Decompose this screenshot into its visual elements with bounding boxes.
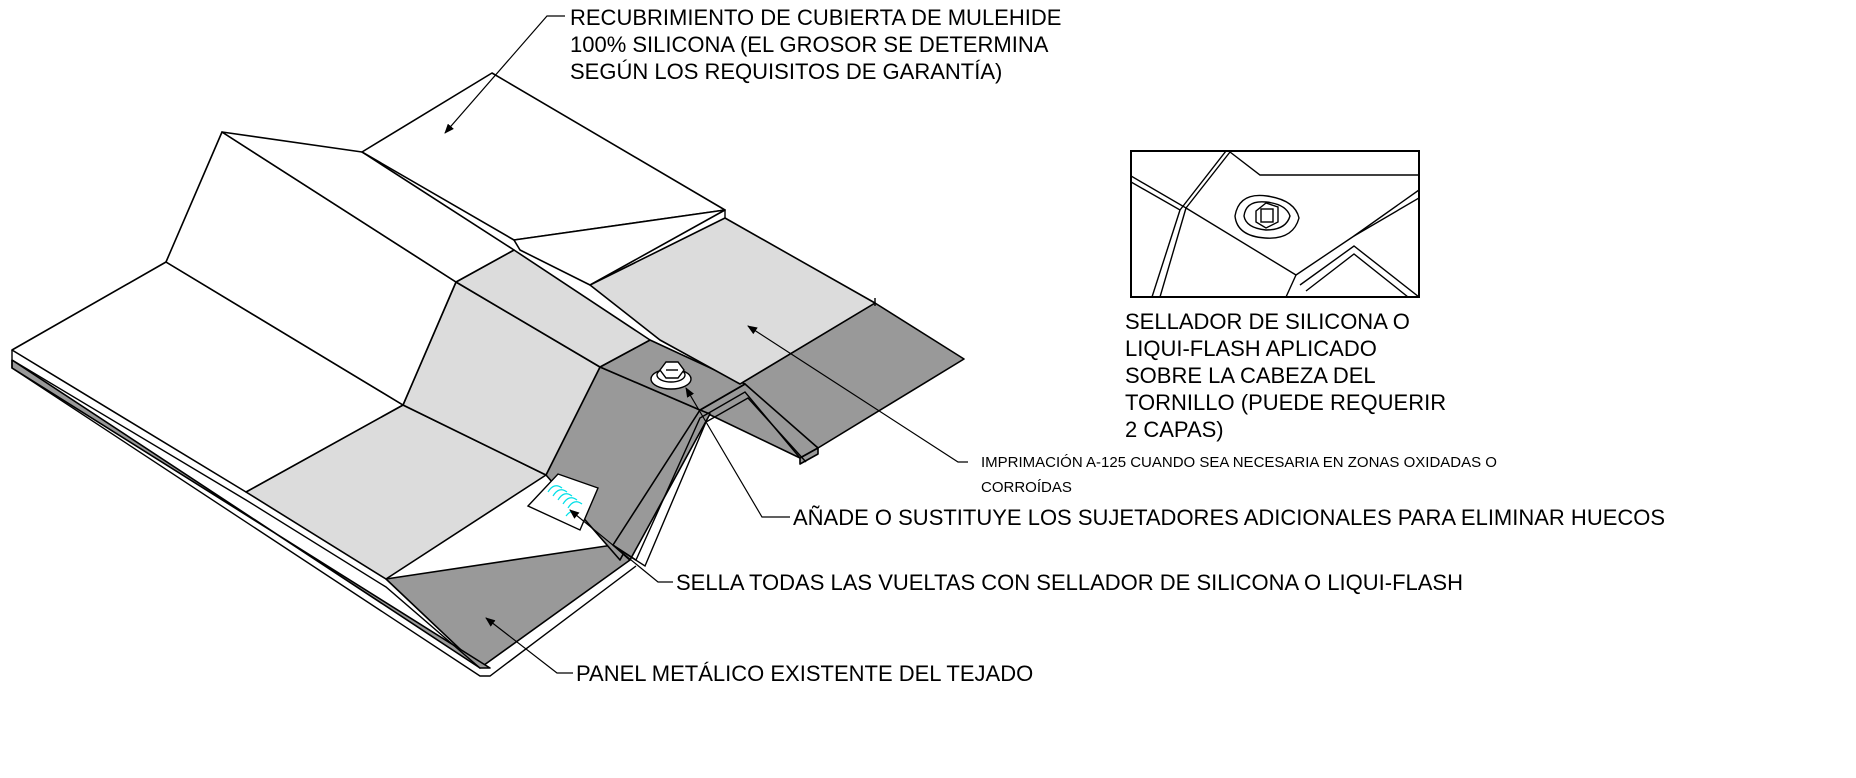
callout-detail-line: SELLADOR DE SILICONA O bbox=[1125, 309, 1410, 334]
callout-detail-line: TORNILLO (PUEDE REQUERIR bbox=[1125, 390, 1447, 415]
callout-primer: IMPRIMACIÓN A-125 CUANDO SEA NECESARIA E… bbox=[981, 450, 1497, 500]
detail-screw-head-icon bbox=[1234, 194, 1300, 239]
callout-primer-line: CORROÍDAS bbox=[981, 479, 1072, 496]
silicone-coating bbox=[245, 217, 876, 580]
callout-laps: SELLA TODAS LAS VUELTAS CON SELLADOR DE … bbox=[676, 569, 1463, 596]
callout-panel-text: PANEL METÁLICO EXISTENTE DEL TEJADO bbox=[576, 661, 1034, 686]
callout-coating-line: SEGÚN LOS REQUISITOS DE GARANTÍA) bbox=[570, 59, 1003, 84]
leader-panel bbox=[485, 617, 573, 674]
callout-fasteners-text: AÑADE O SUSTITUYE LOS SUJETADORES ADICIO… bbox=[793, 505, 1666, 530]
leader-fasteners bbox=[685, 387, 790, 518]
callout-detail-line: 2 CAPAS) bbox=[1125, 417, 1224, 442]
callout-panel: PANEL METÁLICO EXISTENTE DEL TEJADO bbox=[576, 660, 1033, 687]
callout-detail: SELLADOR DE SILICONA O LIQUI-FLASH APLIC… bbox=[1125, 308, 1446, 443]
callout-coating-line: RECUBRIMIENTO DE CUBIERTA DE MULEHIDE bbox=[570, 5, 1062, 30]
callout-fasteners: AÑADE O SUSTITUYE LOS SUJETADORES ADICIO… bbox=[793, 504, 1665, 531]
existing-metal-panel bbox=[11, 302, 965, 669]
leader-lines bbox=[444, 15, 968, 674]
callout-coating: RECUBRIMIENTO DE CUBIERTA DE MULEHIDE 10… bbox=[570, 4, 1061, 85]
roof-membrane bbox=[11, 72, 726, 493]
callout-detail-line: LIQUI-FLASH APLICADO bbox=[1125, 336, 1377, 361]
callout-coating-line: 100% SILICONA (EL GROSOR SE DETERMINA bbox=[570, 32, 1049, 57]
fastener-icon bbox=[650, 361, 692, 390]
callout-detail-line: SOBRE LA CABEZA DEL bbox=[1125, 363, 1376, 388]
leader-coating bbox=[444, 15, 565, 134]
callout-laps-text: SELLA TODAS LAS VUELTAS CON SELLADOR DE … bbox=[676, 570, 1463, 595]
sealed-lap bbox=[526, 473, 599, 531]
leader-primer bbox=[747, 325, 968, 463]
leader-laps bbox=[569, 509, 673, 583]
callout-primer-line: IMPRIMACIÓN A-125 CUANDO SEA NECESARIA E… bbox=[981, 454, 1497, 471]
fastener-detail-inset bbox=[1130, 150, 1420, 298]
